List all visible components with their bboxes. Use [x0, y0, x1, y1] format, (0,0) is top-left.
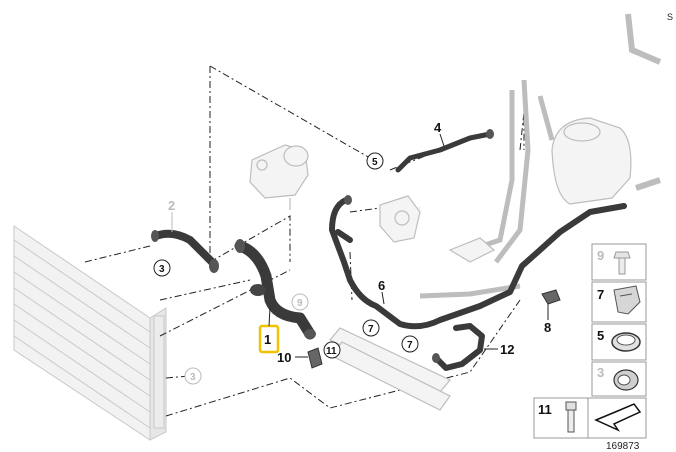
callouts: 3 3 5 7 7 9 11: [153, 152, 419, 385]
callout-7b: 7: [407, 340, 413, 351]
hose-clamp-icon: [611, 332, 641, 352]
hose-part-12: [433, 323, 485, 371]
callout-5: 5: [372, 157, 378, 168]
callout-9: 9: [297, 298, 303, 309]
corner-mark: S: [666, 12, 673, 22]
image-number: 169873: [606, 441, 640, 452]
part-label-10: 10: [277, 350, 291, 365]
legend-label-5: 5: [597, 328, 604, 343]
legend: 9 7 5 3 11: [533, 243, 647, 439]
direction-arrow-icon: [594, 403, 642, 432]
hose-part-4: [395, 131, 493, 173]
part-label-8: 8: [544, 320, 551, 335]
clip-part-10: [307, 347, 323, 369]
callout-11: 11: [326, 346, 337, 357]
small-parts: [307, 289, 561, 369]
bracket-part-8: [541, 289, 561, 305]
radiator: [13, 225, 167, 441]
callout-7a: 7: [368, 324, 374, 335]
background-components: [249, 13, 662, 411]
hoses: [151, 129, 627, 371]
hose-part-6: [329, 197, 627, 330]
legend-label-3: 3: [597, 365, 604, 380]
part-label-6: 6: [378, 278, 385, 293]
part-label-1: 1: [264, 332, 271, 347]
hose-part-1: [234, 240, 316, 340]
part-label-2: 2: [168, 198, 175, 213]
callout-3b: 3: [190, 372, 196, 383]
clip-icon: [613, 285, 641, 315]
spring-clamp-icon: [613, 369, 639, 391]
part-label-4: 4: [434, 120, 442, 135]
part-labels: 1 2 4 6 8 10 12: [168, 120, 551, 365]
callout-3a: 3: [159, 264, 165, 275]
hose-part-2: [152, 229, 218, 268]
part-label-12: 12: [500, 342, 514, 357]
legend-label-11: 11: [538, 402, 552, 417]
screw-icon: [565, 401, 577, 433]
legend-label-9: 9: [597, 248, 604, 263]
bolt-icon: [613, 251, 631, 275]
legend-label-7: 7: [597, 287, 604, 302]
